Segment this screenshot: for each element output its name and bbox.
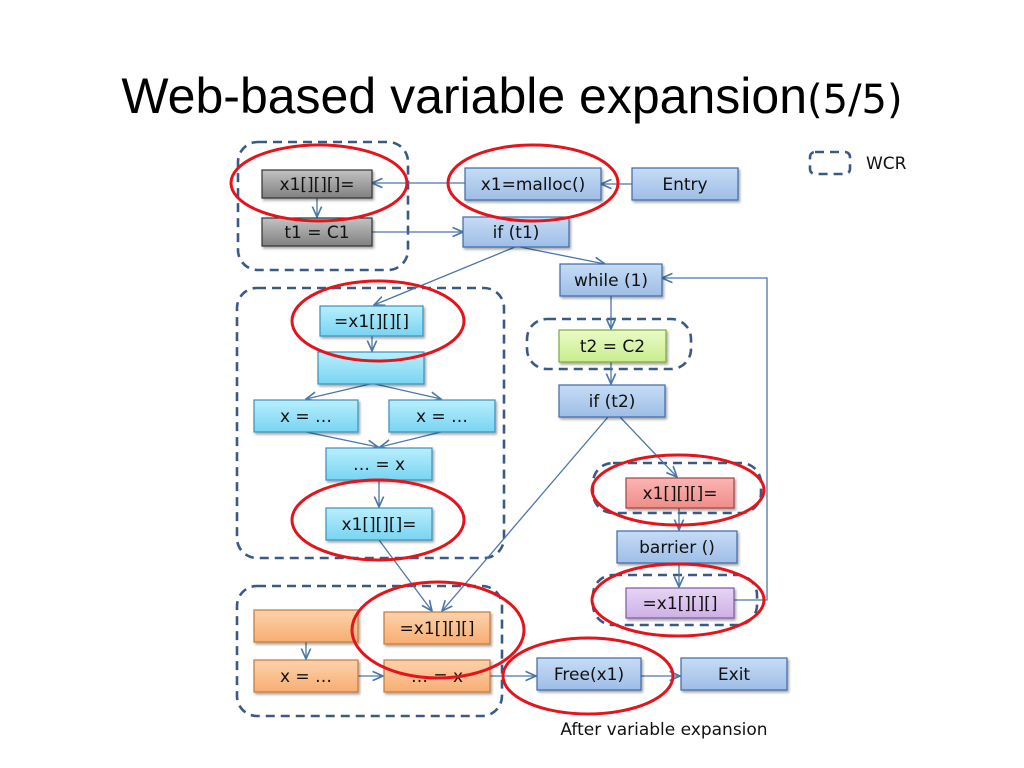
node-ift1-box bbox=[462, 216, 570, 248]
node-xa_orange: x = … bbox=[253, 659, 359, 693]
node-x1w_cyan: x1[][][]= bbox=[325, 507, 433, 541]
highlight-ellipse-x1r_orange bbox=[350, 580, 526, 680]
node-entry-label: Entry bbox=[662, 175, 707, 195]
node-xa_right: x = … bbox=[388, 399, 496, 433]
node-x1w_gray: x1[][][]= bbox=[261, 169, 373, 199]
node-x1r_orange-label: =x1[][][] bbox=[400, 619, 475, 639]
edge-ift1-to-x1r_cyan bbox=[374, 246, 516, 305]
wcr-purple-region bbox=[591, 573, 759, 627]
node-x1r_cyan-label: =x1[][][] bbox=[334, 312, 409, 332]
edge-cyan_blank-to-xa_right bbox=[374, 383, 441, 399]
node-usex_cyan-label: … = x bbox=[353, 455, 405, 475]
highlight-ellipse-x1r_cyan bbox=[290, 279, 466, 363]
node-free: Free(x1) bbox=[536, 657, 642, 691]
node-free-box bbox=[536, 657, 642, 691]
node-xa_right-label: x = … bbox=[416, 407, 468, 427]
node-usex_orange-box bbox=[383, 659, 491, 693]
node-x1r_purple: =x1[][][] bbox=[625, 587, 735, 619]
node-ift1: if (t1) bbox=[462, 216, 570, 248]
node-ift2: if (t2) bbox=[558, 384, 666, 418]
node-x1w_cyan-label: x1[][][]= bbox=[342, 515, 417, 535]
highlight-ellipse-x1w_cyan bbox=[290, 478, 466, 562]
node-barrier-box bbox=[616, 530, 738, 564]
node-barrier-label: barrier () bbox=[639, 538, 715, 558]
node-x1w_gray-box bbox=[261, 169, 373, 199]
node-exit-box bbox=[680, 657, 788, 691]
slide-title: Web-based variable expansion(5/5) bbox=[0, 64, 1024, 132]
node-xa_left-box bbox=[253, 399, 359, 433]
highlight-ellipse-x1w_gray bbox=[229, 143, 409, 223]
edge-ift1-to-while bbox=[519, 246, 605, 264]
node-usex_cyan: … = x bbox=[325, 447, 433, 481]
node-x1w_red: x1[][][]= bbox=[625, 477, 735, 509]
nodes-layer: x1[][][]= t1 = C1 x1=malloc() Entry if (t1) w… bbox=[253, 167, 788, 693]
node-xa_left: x = … bbox=[253, 399, 359, 433]
node-ift1-label: if (t1) bbox=[493, 223, 540, 243]
node-x1w_gray-label: x1[][][]= bbox=[280, 175, 355, 195]
node-t2-box bbox=[558, 329, 667, 363]
node-x1r_cyan-box bbox=[319, 305, 424, 337]
node-t2-label: t2 = C2 bbox=[580, 337, 645, 357]
node-t1: t1 = C1 bbox=[261, 217, 373, 247]
node-usex_orange: … = x bbox=[383, 659, 491, 693]
caption: After variable expansion bbox=[560, 720, 767, 740]
edge-cyan_blank-to-xa_left bbox=[306, 383, 371, 399]
node-exit: Exit bbox=[680, 657, 788, 691]
node-malloc: x1=malloc() bbox=[464, 167, 602, 201]
node-x1r_purple-label: =x1[][][] bbox=[643, 594, 718, 614]
node-xa_orange-label: x = … bbox=[280, 667, 332, 687]
node-entry-box bbox=[631, 167, 739, 201]
node-ift2-box bbox=[558, 384, 666, 418]
node-usex_cyan-box bbox=[325, 447, 433, 481]
wcr-bottom-left-region bbox=[235, 584, 504, 718]
legend-wcr-swatch bbox=[808, 150, 852, 176]
highlight-ellipse-x1w_red bbox=[590, 453, 766, 527]
node-xa_orange-box bbox=[253, 659, 359, 693]
node-xa_right-box bbox=[388, 399, 496, 433]
edge-x1r_purple-to-while bbox=[662, 278, 768, 601]
legend-wcr-label: WCR bbox=[866, 154, 907, 174]
node-malloc-box bbox=[464, 167, 602, 201]
node-while-label: while (1) bbox=[574, 271, 648, 291]
node-t1-box bbox=[261, 217, 373, 247]
node-x1w_cyan-box bbox=[325, 507, 433, 541]
title-suffix: (5/5) bbox=[807, 77, 903, 123]
node-while: while (1) bbox=[559, 263, 663, 297]
wcr-middle-left-region bbox=[235, 286, 506, 560]
node-barrier: barrier () bbox=[616, 530, 738, 564]
highlight-ellipse-malloc bbox=[446, 143, 620, 223]
node-t1-label: t1 = C1 bbox=[284, 223, 349, 243]
node-x1w_red-box bbox=[625, 477, 735, 509]
wcr-top-left-region bbox=[236, 140, 410, 272]
edges-layer bbox=[305, 183, 768, 676]
node-orange_blank bbox=[253, 609, 359, 643]
node-entry: Entry bbox=[631, 167, 739, 201]
node-x1r_purple-box bbox=[625, 587, 735, 619]
title-main: Web-based variable expansion bbox=[121, 68, 808, 124]
node-x1r_orange: =x1[][][] bbox=[383, 611, 491, 645]
highlight-ellipse-x1r_purple bbox=[590, 562, 766, 638]
edge-ift2-to-x1r_orange bbox=[442, 416, 609, 611]
node-xa_left-label: x = … bbox=[280, 407, 332, 427]
node-x1w_red-label: x1[][][]= bbox=[643, 484, 718, 504]
edge-ift2-to-x1w_red bbox=[619, 416, 677, 477]
node-malloc-label: x1=malloc() bbox=[481, 175, 586, 195]
node-free-label: Free(x1) bbox=[554, 665, 624, 685]
node-orange_blank-box bbox=[253, 609, 359, 643]
node-x1r_orange-box bbox=[383, 611, 491, 645]
highlight-ellipse-free bbox=[501, 636, 675, 716]
edge-x1w_cyan-to-x1r_orange bbox=[378, 539, 432, 611]
node-while-box bbox=[559, 263, 663, 297]
node-exit-label: Exit bbox=[718, 665, 751, 685]
node-x1r_cyan: =x1[][][] bbox=[319, 305, 424, 337]
edge-xa_right-to-usex_cyan bbox=[380, 431, 442, 447]
highlight-layer bbox=[229, 143, 766, 716]
legend: WCR bbox=[808, 150, 907, 176]
edge-xa_left-to-usex_cyan bbox=[305, 431, 378, 447]
node-t2: t2 = C2 bbox=[558, 329, 667, 363]
node-ift2-label: if (t2) bbox=[589, 392, 636, 412]
